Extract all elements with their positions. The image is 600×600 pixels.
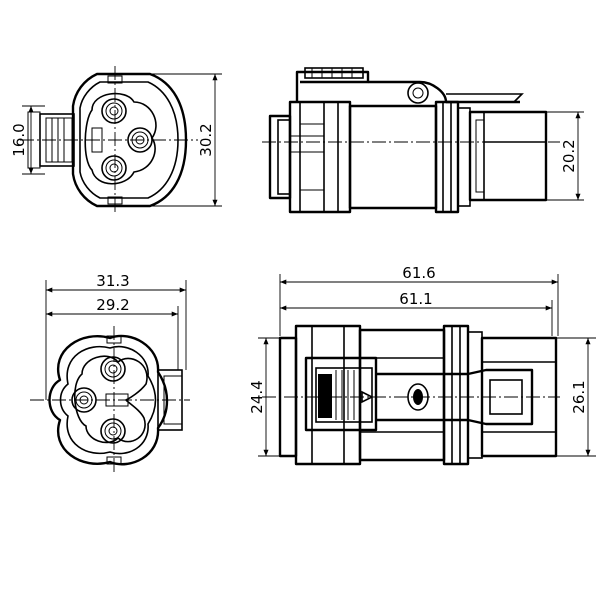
dimension-24-4: 24.4 <box>248 337 290 457</box>
dimension-31-3: 31.3 <box>45 272 187 400</box>
dimension-61-6: 61.6 <box>279 264 559 336</box>
dimension-label-61-1: 61.1 <box>399 290 432 308</box>
dimension-label-16-0: 16.0 <box>10 123 28 156</box>
dimension-label-29-2: 29.2 <box>96 296 129 314</box>
dimension-20-2: 20.2 <box>546 111 584 201</box>
front-end-view <box>20 66 198 214</box>
dimension-label-30-2: 30.2 <box>197 123 215 156</box>
dimension-label-26-1: 26.1 <box>570 380 588 413</box>
rear-end-view <box>30 326 190 474</box>
dimension-30-2: 30.2 <box>120 73 222 207</box>
dimension-26-1: 26.1 <box>556 337 596 457</box>
dimension-label-31-3: 31.3 <box>96 272 129 290</box>
side-view <box>262 67 560 214</box>
dimension-61-1: 61.1 <box>280 290 553 336</box>
dimension-label-20-2: 20.2 <box>560 139 578 172</box>
dimension-16-0: 16.0 <box>10 105 45 175</box>
dimension-label-61-6: 61.6 <box>402 264 435 282</box>
top-view <box>262 324 560 466</box>
dimension-29-2: 29.2 <box>46 296 179 370</box>
dimension-label-24-4: 24.4 <box>248 380 266 413</box>
